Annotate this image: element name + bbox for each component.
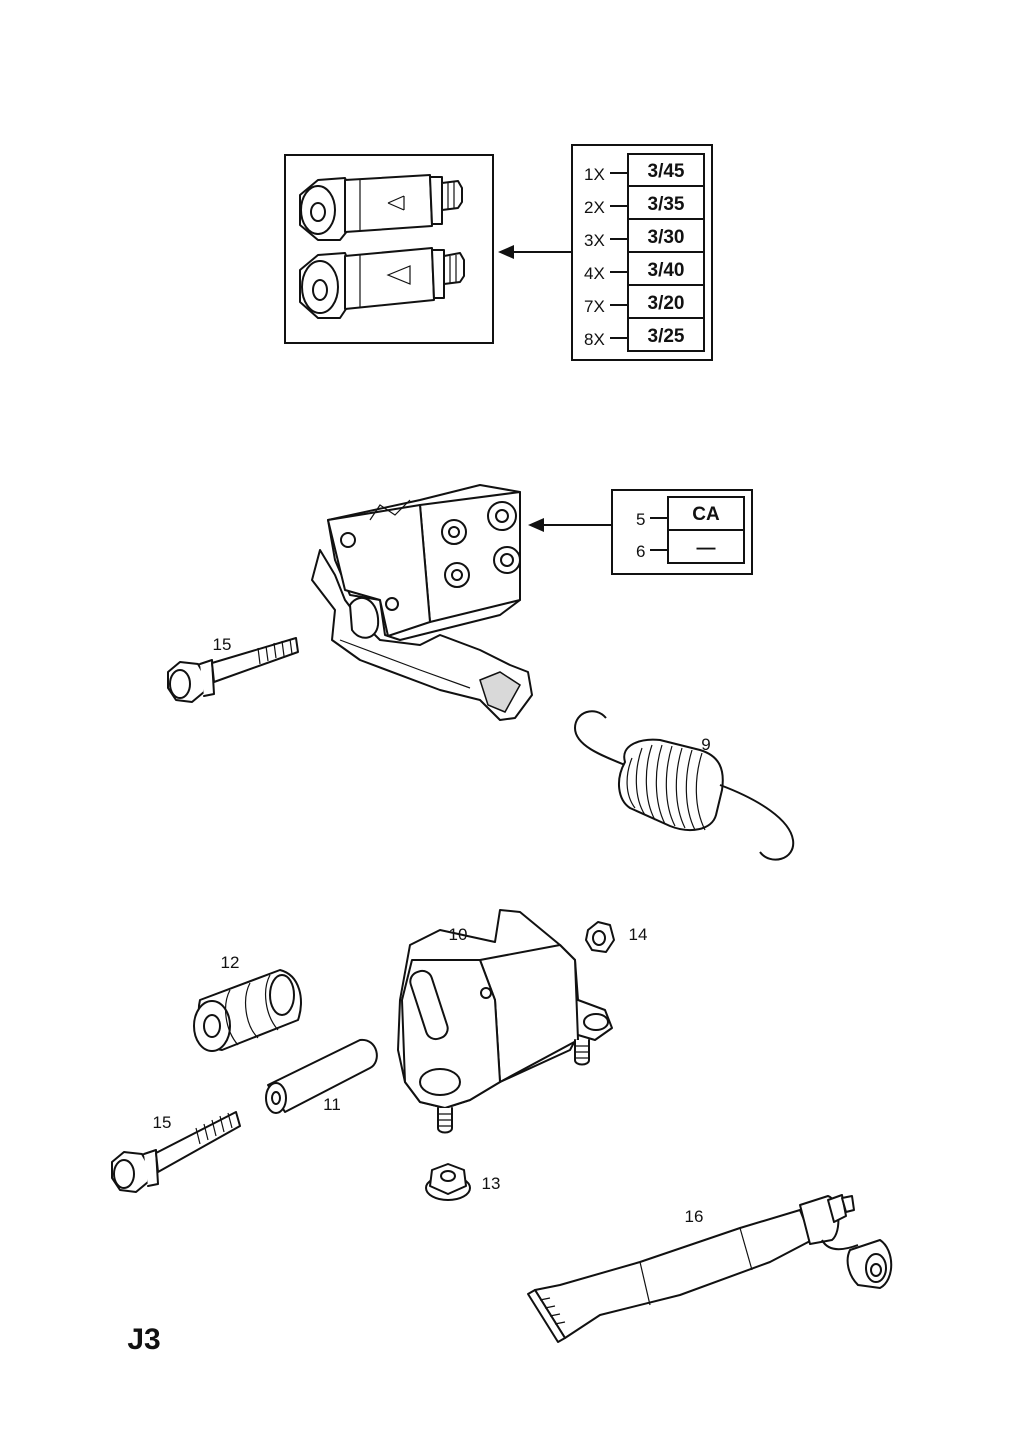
- valve-code: 3/25: [648, 326, 685, 347]
- valve-qty: 8X: [584, 330, 605, 349]
- bolt-lower: 15: [111, 1111, 241, 1193]
- valve-inset: [284, 154, 494, 344]
- regulator-row: 6 —: [636, 529, 745, 564]
- nut-small: 14: [585, 921, 648, 953]
- valve-code: 3/30: [648, 227, 685, 248]
- callout-spring: 9: [701, 735, 710, 754]
- grease-tube: 16: [527, 1194, 893, 1343]
- pressure-valve-upper: [299, 174, 463, 241]
- mounting-bracket: 10: [397, 909, 613, 1134]
- return-spring: 9: [573, 710, 795, 861]
- regulator-ref: 6: [636, 542, 645, 561]
- valve-qty: 3X: [584, 231, 605, 250]
- regulator-ref: 5: [636, 510, 645, 529]
- regulator-code-table: 5 CA 6 —: [611, 489, 753, 575]
- valve-row: 7X 3/20: [584, 284, 705, 319]
- valve-row: 2X 3/35: [584, 185, 705, 220]
- valve-qty: 2X: [584, 198, 605, 217]
- valve-row: 1X 3/45: [584, 153, 705, 187]
- regulator-row: 5 CA: [636, 496, 745, 531]
- valve-code: 3/45: [648, 161, 685, 182]
- valve-code: 3/20: [648, 293, 685, 314]
- callout-bolt-upper: 15: [213, 635, 232, 654]
- valve-qty: 4X: [584, 264, 605, 283]
- callout-bracket: 10: [449, 925, 468, 944]
- bolt-upper: 15: [167, 635, 299, 703]
- valve-code: 3/35: [648, 194, 685, 215]
- regulator-code: CA: [692, 504, 720, 525]
- spacer-sleeve: 11: [265, 1038, 378, 1114]
- valve-row: 4X 3/40: [584, 251, 705, 286]
- valve-qty: 7X: [584, 297, 605, 316]
- pressure-valve-lower: [299, 247, 465, 319]
- callout-bushing: 12: [221, 953, 240, 972]
- page-code: J3: [127, 1323, 160, 1356]
- valve-qty: 1X: [584, 165, 605, 184]
- valve-code-table: 1X 3/45 2X 3/35 3X 3/30 4X 3/40 7X 3: [571, 144, 713, 361]
- valve-row: 3X 3/30: [584, 218, 705, 253]
- rubber-bushing: 12: [193, 953, 302, 1052]
- callout-bolt-lower: 15: [153, 1113, 172, 1132]
- callout-sleeve: 11: [323, 1095, 341, 1114]
- valve-code: 3/40: [648, 260, 685, 281]
- callout-nut-small: 14: [629, 925, 648, 944]
- callout-grease-tube: 16: [685, 1207, 704, 1226]
- regulator-code: —: [697, 538, 716, 559]
- callout-nut-flange: 13: [482, 1174, 501, 1193]
- valve-row: 8X 3/25: [584, 317, 705, 352]
- flange-nut: 13: [425, 1163, 501, 1201]
- brake-pressure-regulator: [311, 484, 533, 721]
